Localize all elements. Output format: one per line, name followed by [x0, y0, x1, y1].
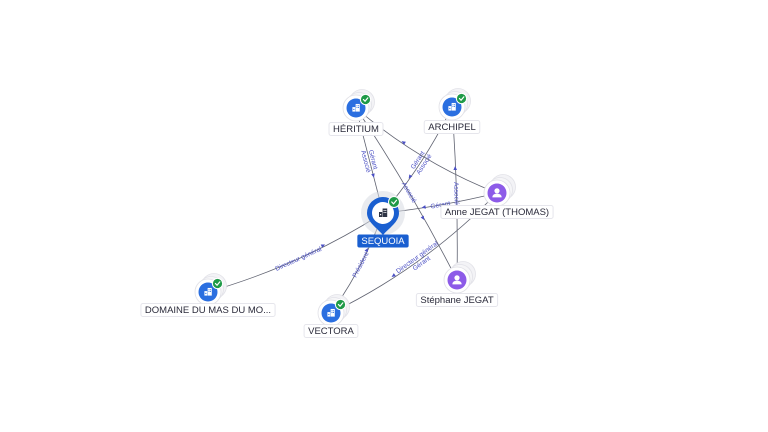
edge-anne-heritium[interactable]: [355, 107, 498, 194]
edge-label: Président: [352, 251, 371, 279]
node-label: Anne JEGAT (THOMAS): [440, 205, 554, 219]
node-label-text: DOMAINE DU MAS DU MO...: [145, 305, 271, 316]
building-icon: [327, 308, 335, 317]
node-anne[interactable]: Anne JEGAT (THOMAS): [440, 174, 554, 219]
node-label-text: VECTORA: [308, 326, 354, 337]
node-label-text: Stéphane JEGAT: [420, 295, 493, 306]
edge-label: Associé: [400, 181, 418, 205]
nodes-layer: SEQUOIA HÉRITIUM ARCHIPEL Anne JEGAT (THOMA…: [140, 88, 554, 338]
node-label-text: Anne JEGAT (THOMAS): [445, 207, 549, 218]
check-badge-icon: [455, 92, 468, 105]
edge-label: Associé: [452, 182, 460, 205]
check-badge-icon: [388, 196, 400, 208]
node-stephane[interactable]: Stéphane JEGAT: [415, 261, 499, 307]
building-icon: [204, 287, 212, 296]
building-icon: [448, 102, 456, 111]
edge-arrow: [420, 215, 425, 221]
node-heritium[interactable]: HÉRITIUM: [328, 89, 384, 136]
check-badge-icon: [334, 298, 347, 311]
edge-arrow: [371, 173, 375, 178]
check-badge-icon: [211, 277, 224, 290]
node-sequoia[interactable]: SEQUOIA: [357, 191, 409, 248]
node-label: ARCHIPEL: [423, 120, 481, 134]
edge-arrow: [408, 174, 413, 179]
node-label: VECTORA: [303, 324, 359, 338]
check-badge-icon: [359, 93, 372, 106]
edge-domaine-sequoia[interactable]: Directeur général: [207, 212, 384, 293]
edge-arrow: [320, 244, 326, 248]
edge-line: [355, 107, 498, 194]
building-icon: [352, 103, 360, 112]
node-label-text: ARCHIPEL: [428, 122, 476, 133]
edge-label: Gérant: [367, 149, 379, 170]
node-label-text: SEQUOIA: [361, 236, 405, 247]
person-icon: [452, 275, 462, 285]
edge-label: Directeur général: [274, 246, 323, 273]
node-vectora[interactable]: VECTORA: [303, 294, 359, 338]
edge-arrow: [364, 247, 368, 253]
edge-arrow: [453, 166, 458, 171]
node-domaine[interactable]: DOMAINE DU MAS DU MO...: [140, 273, 276, 317]
edge-label: Gérant: [430, 200, 451, 210]
edge-arrow: [401, 141, 406, 145]
node-archipel[interactable]: ARCHIPEL: [423, 88, 481, 134]
node-label: HÉRITIUM: [328, 122, 384, 136]
node-label: Stéphane JEGAT: [415, 293, 499, 307]
edge-line: [207, 212, 384, 293]
building-icon: [379, 208, 388, 217]
node-label: DOMAINE DU MAS DU MO...: [140, 303, 276, 317]
person-icon: [492, 188, 502, 198]
node-label: SEQUOIA: [357, 234, 409, 248]
node-label-text: HÉRITIUM: [333, 124, 379, 135]
edge-arrow: [421, 205, 426, 209]
edge-arrow: [391, 273, 396, 277]
